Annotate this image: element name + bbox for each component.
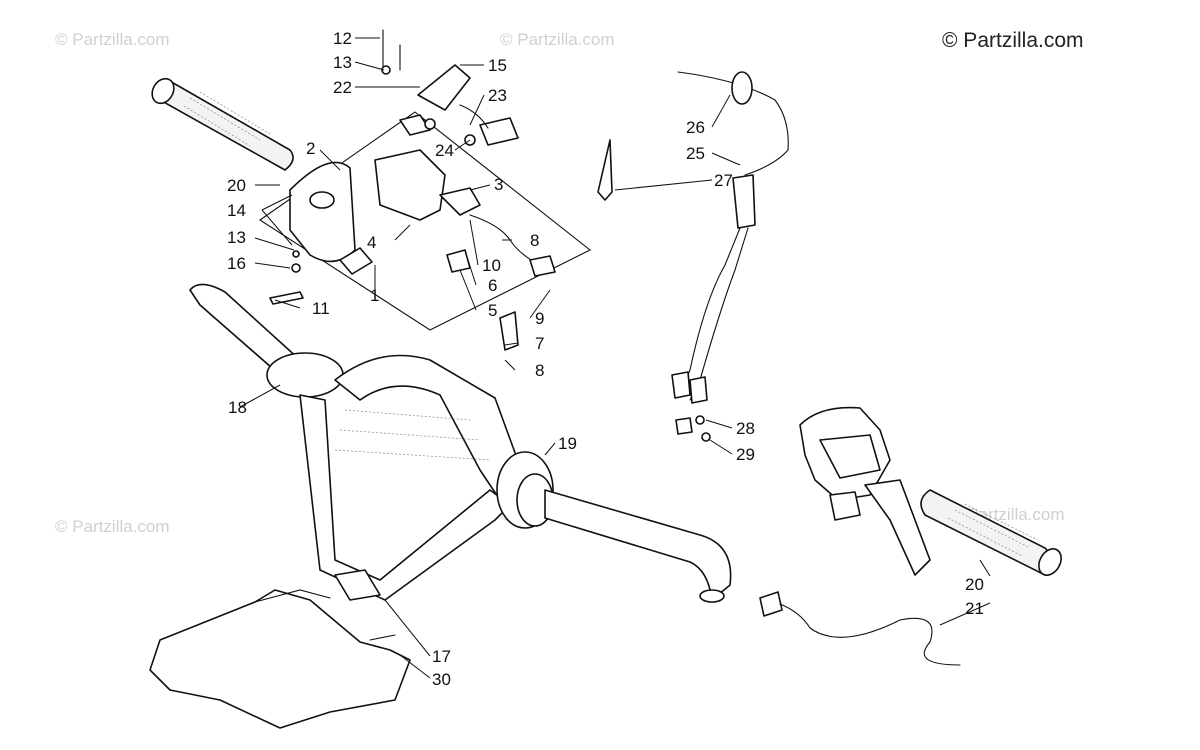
- callout-13-mid: 13: [227, 228, 246, 247]
- pad-icon[interactable]: [149, 589, 411, 729]
- callout-24: 24: [435, 141, 454, 160]
- callout-7: 7: [535, 334, 544, 353]
- callout-5: 5: [488, 301, 497, 320]
- callout-11: 11: [312, 299, 330, 318]
- callout-28: 28: [736, 419, 755, 438]
- callout-16: 16: [227, 254, 246, 273]
- right-grip-icon[interactable]: [920, 489, 1066, 579]
- callout-15: 15: [488, 56, 507, 75]
- callout-29: 29: [736, 445, 755, 464]
- callout-6: 6: [488, 276, 497, 295]
- callout-19: 19: [558, 434, 577, 453]
- callout-12: 12: [333, 29, 352, 48]
- copyright-text: © Partzilla.com: [942, 29, 1084, 52]
- watermark-3: © Partzilla.com: [55, 517, 170, 536]
- callout-22: 22: [333, 78, 352, 97]
- handlebar-icon[interactable]: [189, 283, 732, 603]
- callout-2: 2: [306, 139, 315, 158]
- callout-27: 27: [714, 171, 733, 190]
- callout-3: 3: [494, 175, 503, 194]
- callout-8-top: 8: [530, 231, 539, 250]
- callout-9: 9: [535, 309, 544, 328]
- callout-14: 14: [227, 201, 246, 220]
- callout-26: 26: [686, 118, 705, 137]
- throttle-housing-icon[interactable]: [259, 29, 613, 351]
- callout-13-top: 13: [333, 53, 352, 72]
- leader-lines: [239, 37, 991, 679]
- callout-10: 10: [482, 256, 501, 275]
- callout-25: 25: [686, 144, 705, 163]
- callout-4: 4: [367, 233, 376, 252]
- brake-lever-icon[interactable]: [799, 406, 931, 576]
- callout-8-bottom: 8: [535, 361, 544, 380]
- callout-23: 23: [488, 86, 507, 105]
- callout-30: 30: [432, 670, 451, 689]
- callout-20-left: 20: [227, 176, 246, 195]
- callout-21: 21: [965, 599, 984, 618]
- callout-labels: 12 13 22 15 23 24 2 3 20 14 13 16 4 8 10…: [227, 29, 984, 689]
- harness-icon[interactable]: [759, 591, 961, 666]
- callout-17: 17: [432, 647, 451, 666]
- callout-1: 1: [370, 286, 379, 305]
- callout-18: 18: [228, 398, 247, 417]
- callout-20-right: 20: [965, 575, 984, 594]
- watermark-1: © Partzilla.com: [55, 30, 170, 49]
- watermark-2: © Partzilla.com: [500, 30, 615, 49]
- left-grip-icon[interactable]: [148, 75, 294, 171]
- throttle-cable-icon[interactable]: [671, 71, 789, 442]
